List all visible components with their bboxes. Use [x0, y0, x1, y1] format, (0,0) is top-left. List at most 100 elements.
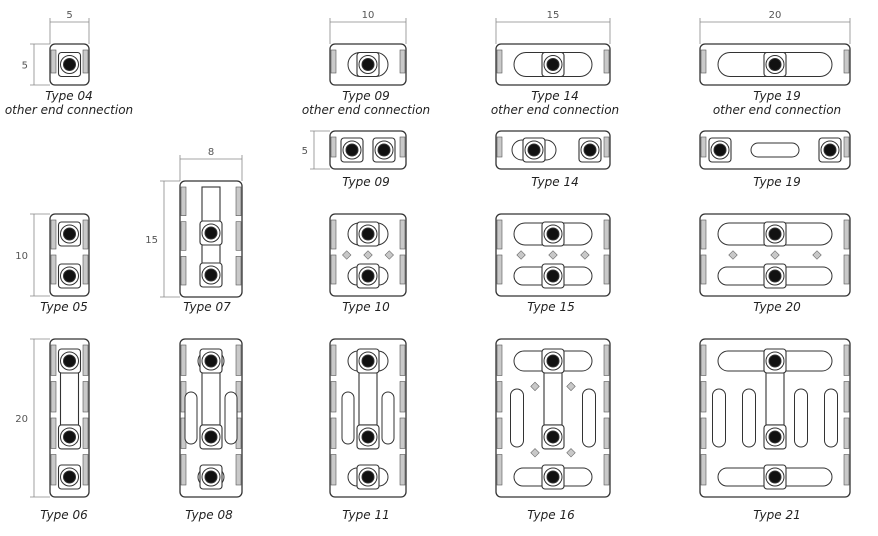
- module-t16: Type 16: [495, 338, 611, 522]
- connection-hole: [768, 354, 782, 368]
- module-sublabel: other end connection: [302, 103, 430, 117]
- connection-hole: [345, 143, 359, 157]
- side-tab: [330, 254, 337, 285]
- module-label: Type 20: [753, 300, 801, 314]
- side-tab: [843, 417, 850, 449]
- side-tab: [700, 136, 707, 158]
- side-tab: [700, 454, 707, 486]
- side-tab: [82, 454, 89, 486]
- module-label: Type 15: [527, 300, 574, 314]
- module-t08: Type 08: [179, 338, 243, 522]
- vertical-slot: [510, 388, 524, 448]
- module-label: Type 09: [342, 175, 389, 189]
- side-tab: [399, 254, 406, 285]
- side-tab: [399, 49, 406, 74]
- dimension-horizontal: 20: [699, 10, 851, 44]
- connection-hole: [546, 58, 560, 71]
- connection-hole: [204, 226, 218, 240]
- side-tab: [180, 454, 187, 486]
- connection-hole: [546, 354, 560, 368]
- dimension-value: 10: [15, 251, 28, 262]
- dimension-value: 20: [15, 414, 28, 425]
- module-t11: Type 11: [329, 338, 407, 522]
- connection-hole: [361, 58, 375, 71]
- diamond-mark: [363, 250, 373, 260]
- dimension-horizontal: 5: [49, 10, 90, 44]
- module-label: Type 04: [45, 89, 92, 103]
- module-label: Type 16: [527, 508, 575, 522]
- connection-hole: [361, 227, 375, 241]
- connection-hole: [768, 430, 782, 444]
- vertical-slot: [824, 388, 838, 448]
- module-sublabel: other end connection: [5, 103, 133, 117]
- side-tab: [180, 344, 187, 376]
- connection-hole: [63, 227, 76, 241]
- connection-hole: [204, 430, 218, 444]
- module-label: Type 14: [531, 89, 578, 103]
- connection-hole: [63, 430, 76, 444]
- module-label: Type 11: [342, 508, 389, 522]
- diamond-mark: [384, 250, 394, 260]
- side-tab: [603, 454, 610, 486]
- side-tab: [603, 254, 610, 285]
- vertical-slot: [184, 391, 198, 445]
- side-tab: [496, 136, 503, 158]
- side-tab: [50, 344, 57, 376]
- diamond-mark: [516, 250, 526, 260]
- side-tab: [496, 344, 503, 376]
- connection-hole: [546, 430, 560, 444]
- diamond-mark: [530, 381, 540, 392]
- side-tab: [82, 417, 89, 449]
- side-tab: [330, 454, 337, 486]
- side-tab: [399, 381, 406, 413]
- side-tab: [700, 381, 707, 413]
- connection-hole: [63, 354, 76, 368]
- module-sublabel: other end connection: [713, 103, 841, 117]
- module-label: Type 06: [40, 508, 88, 522]
- side-tab: [496, 49, 503, 74]
- module-label: Type 19: [753, 175, 800, 189]
- dimension-value: 15: [145, 235, 158, 246]
- dimension-vertical: 10: [15, 213, 50, 297]
- connection-hole: [377, 143, 391, 157]
- side-tab: [50, 417, 57, 449]
- side-tab: [330, 219, 337, 250]
- side-tab: [603, 219, 610, 250]
- side-tab: [82, 219, 89, 250]
- connection-hole: [527, 143, 541, 157]
- side-tab: [50, 219, 57, 250]
- vertical-slot: [582, 388, 596, 448]
- dimension-vertical: 15: [145, 180, 180, 298]
- side-tab: [700, 344, 707, 376]
- connection-hole: [768, 58, 782, 71]
- side-tab: [50, 49, 57, 74]
- diamond-mark: [342, 250, 352, 260]
- connection-hole: [768, 227, 782, 241]
- dimension-vertical: 20: [15, 338, 50, 498]
- side-tab: [235, 344, 242, 376]
- side-tab: [330, 417, 337, 449]
- dimension-horizontal: 15: [495, 10, 611, 44]
- dimension-vertical: 5: [22, 43, 50, 86]
- connection-hole: [546, 227, 560, 241]
- side-tab: [180, 221, 187, 251]
- diamond-mark: [530, 448, 540, 458]
- side-tab: [235, 256, 242, 286]
- diamond-mark: [566, 448, 576, 458]
- side-tab: [603, 136, 610, 158]
- lozenge-slot: [750, 142, 800, 158]
- connection-hole: [361, 354, 375, 368]
- vertical-slot: [794, 388, 808, 448]
- dimension-value: 5: [66, 10, 72, 21]
- module-label: Type 14: [531, 175, 578, 189]
- connection-hole: [768, 470, 782, 484]
- side-tab: [82, 254, 89, 285]
- module-t20: Type 20: [699, 213, 851, 314]
- connection-hole: [361, 430, 375, 444]
